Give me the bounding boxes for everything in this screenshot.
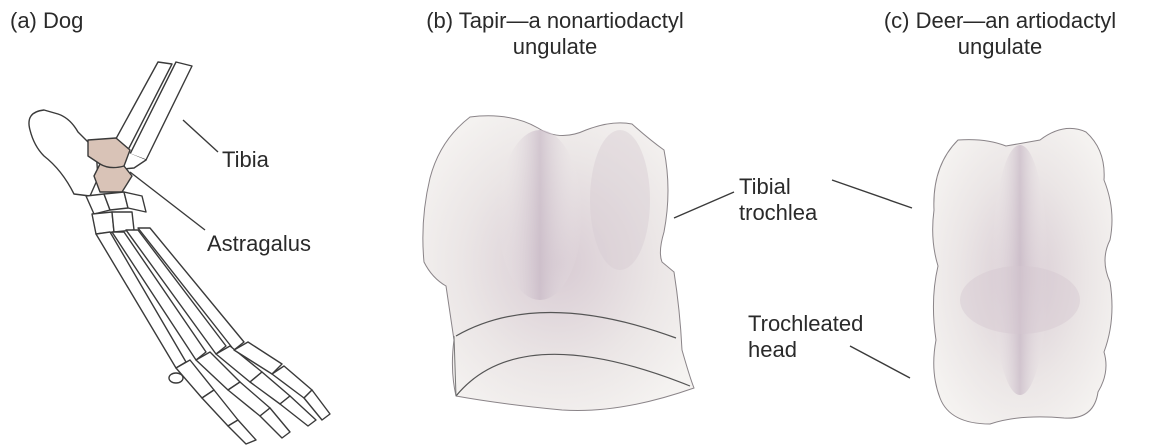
leader-tibial-trochlea-c [832,180,912,208]
leader-trochleated-head [850,346,910,378]
dog-limb [29,62,330,444]
leader-tibial-trochlea-b [674,192,734,218]
deer-astragalus [933,128,1112,424]
tapir-astragalus [423,116,694,411]
leader-tibia [183,120,218,152]
